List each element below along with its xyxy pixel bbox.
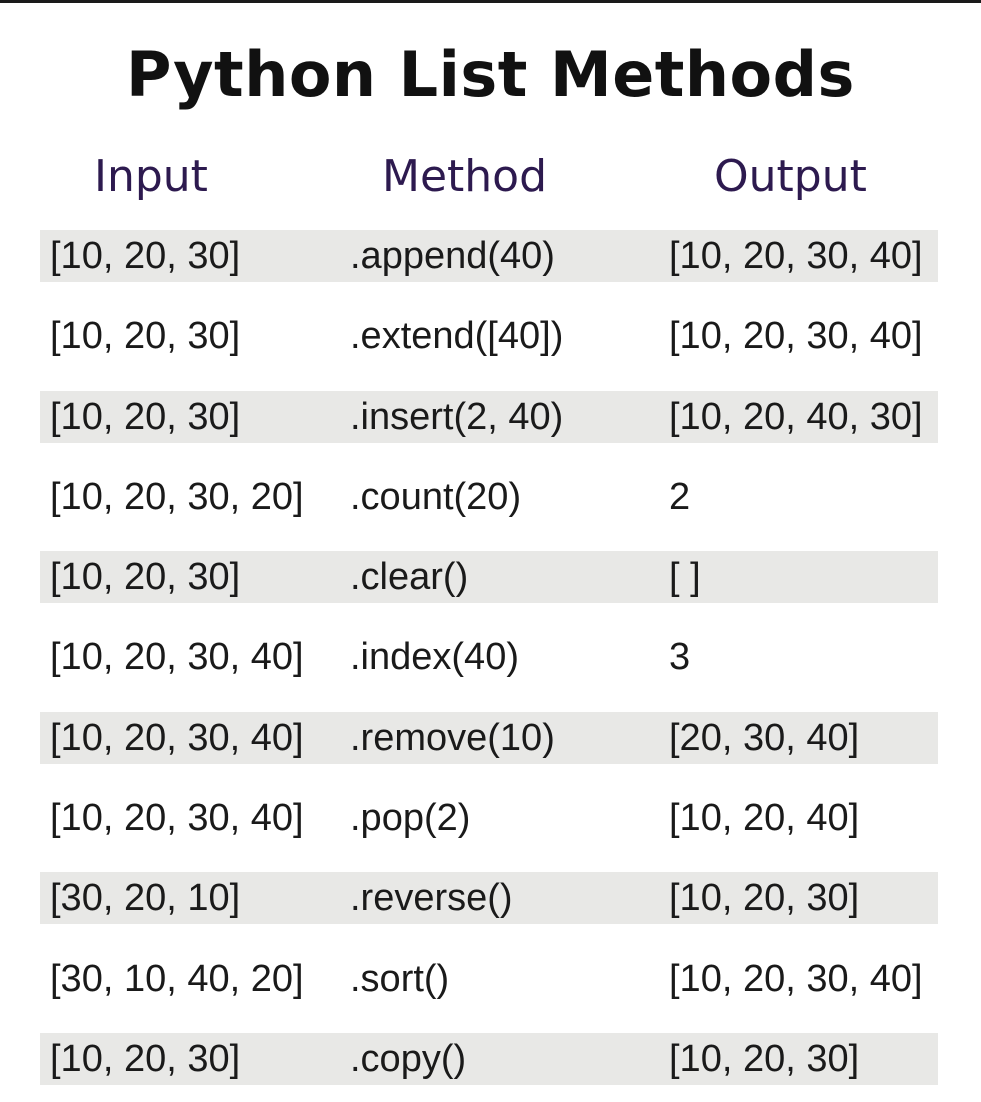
table-row: [10, 20, 30, 40] .remove(10) [20, 30, 40] <box>0 711 981 792</box>
method-cell: .sort() <box>350 957 450 1000</box>
output-cell: [10, 20, 30, 40] <box>669 235 923 277</box>
input-cell: [10, 20, 30] <box>50 1037 241 1080</box>
row-background <box>40 390 938 443</box>
table-row: [10, 20, 30] .append(40) [10, 20, 30, 40] <box>0 230 981 310</box>
table-row: [10, 20, 30] .clear() [ ] <box>0 551 981 631</box>
method-cell: .clear() <box>350 556 469 599</box>
table-row: [10, 20, 30] .copy() [10, 20, 30] <box>0 1032 981 1102</box>
row-background <box>40 230 938 282</box>
table-row: [30, 10, 40, 20] .sort() [10, 20, 30, 40] <box>0 953 981 1033</box>
row-background <box>40 711 938 764</box>
row-background <box>40 551 938 604</box>
header-method: Method <box>382 151 548 202</box>
row-background <box>40 1032 938 1085</box>
table-row: [10, 20, 30] .insert(2, 40) [10, 20, 40, 3… <box>0 390 981 471</box>
table-header: Input Method Output <box>0 146 981 208</box>
header-input: Input <box>94 151 208 202</box>
table-row: [10, 20, 30, 40] .pop(2) [10, 20, 40] <box>0 792 981 872</box>
table-row: [10, 20, 30, 20] .count(20) 2 <box>0 471 981 551</box>
input-cell: [30, 20, 10] <box>50 877 241 920</box>
output-cell: 3 <box>669 636 691 679</box>
method-cell: .index(40) <box>350 636 519 679</box>
method-cell: .copy() <box>350 1037 467 1080</box>
output-cell: [10, 20, 30] <box>669 877 860 920</box>
method-cell: .reverse() <box>350 877 513 920</box>
input-cell: [10, 20, 30, 40] <box>50 636 304 679</box>
method-cell: .insert(2, 40) <box>350 395 564 438</box>
table-row: [10, 20, 30, 40] .index(40) 3 <box>0 631 981 711</box>
top-divider <box>0 0 981 3</box>
output-cell: [10, 20, 30, 40] <box>669 957 923 1000</box>
table-row: [10, 20, 30] .extend([40]) [10, 20, 30, 40… <box>0 310 981 390</box>
page-title: Python List Methods <box>126 38 855 111</box>
row-background <box>40 872 938 925</box>
output-cell: [10, 20, 30, 40] <box>669 315 923 358</box>
input-cell: [10, 20, 30, 20] <box>50 475 304 518</box>
methods-table: [10, 20, 30].append(40)[10, 20, 30, 40][… <box>0 230 981 1102</box>
input-cell: [10, 20, 30, 40] <box>50 716 304 759</box>
header-output: Output <box>714 151 867 202</box>
method-cell: .remove(10) <box>350 716 555 759</box>
input-cell: [30, 10, 40, 20] <box>50 957 304 1000</box>
method-cell: .pop(2) <box>350 797 471 840</box>
method-cell: .append(40) <box>350 235 555 277</box>
output-cell: [10, 20, 30] <box>669 1037 860 1080</box>
table-row: [30, 20, 10] .reverse() [10, 20, 30] <box>0 872 981 952</box>
method-cell: .count(20) <box>350 475 522 518</box>
output-cell: [10, 20, 40] <box>669 797 860 840</box>
input-cell: [10, 20, 30] <box>50 235 241 277</box>
input-cell: [10, 20, 30] <box>50 556 241 599</box>
output-cell: [20, 30, 40] <box>669 716 860 759</box>
input-cell: [10, 20, 30, 40] <box>50 797 304 840</box>
method-cell: .extend([40]) <box>350 315 564 358</box>
output-cell: [ ] <box>669 556 701 599</box>
input-cell: [10, 20, 30] <box>50 315 241 358</box>
output-cell: [10, 20, 40, 30] <box>669 395 923 438</box>
input-cell: [10, 20, 30] <box>50 395 241 438</box>
output-cell: 2 <box>669 475 691 518</box>
